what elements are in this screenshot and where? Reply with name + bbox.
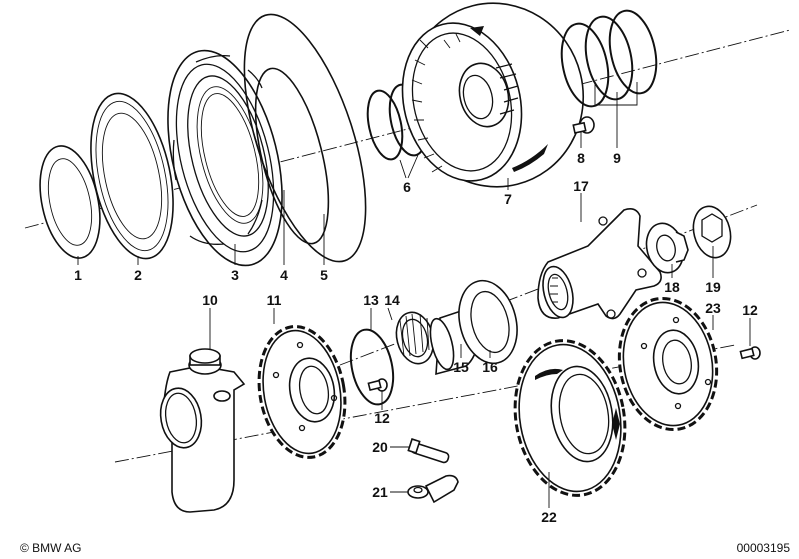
- part-16-seal-ring[interactable]: [451, 274, 526, 369]
- label-part-12-left: 12: [374, 410, 390, 426]
- label-part-1: 1: [74, 267, 82, 283]
- part-23-gear[interactable]: [609, 291, 726, 438]
- label-part-14: 14: [384, 292, 400, 308]
- part-7-clutch-drum[interactable]: [386, 0, 602, 206]
- label-part-20: 20: [372, 439, 388, 455]
- label-part-16: 16: [482, 359, 498, 375]
- part-12-screw-right[interactable]: [739, 346, 761, 360]
- part-21-lock-tab[interactable]: [407, 474, 459, 504]
- part-19-lock-plate[interactable]: [688, 202, 736, 261]
- label-part-21: 21: [372, 484, 388, 500]
- part-12-screw-left[interactable]: [367, 378, 388, 392]
- part-8-screw[interactable]: [572, 116, 595, 134]
- label-part-7: 7: [504, 191, 512, 207]
- label-part-22: 22: [541, 509, 557, 525]
- label-part-5: 5: [320, 267, 328, 283]
- part-2-thrust-plate[interactable]: [77, 86, 186, 266]
- label-part-15: 15: [453, 359, 469, 375]
- drawing-number: 00003195: [737, 541, 791, 555]
- copyright-text: © BMW AG: [20, 541, 82, 555]
- part-17-output-flange[interactable]: [537, 208, 662, 321]
- label-part-23: 23: [705, 300, 721, 316]
- part-5-large-o-ring[interactable]: [219, 0, 390, 275]
- part-11-gear[interactable]: [249, 320, 355, 465]
- label-part-3: 3: [231, 267, 239, 283]
- part-labels: 1 2 3 4 5 6 7 8 9 10 11 12 12 13 14 15 1…: [74, 150, 758, 525]
- label-part-2: 2: [134, 267, 142, 283]
- label-part-6: 6: [403, 179, 411, 195]
- label-part-12-right: 12: [742, 302, 758, 318]
- leader-lines: [77, 82, 751, 508]
- part-9-rings[interactable]: [555, 6, 664, 110]
- part-10-bracket[interactable]: [156, 348, 246, 513]
- label-part-18: 18: [664, 279, 680, 295]
- label-part-8: 8: [577, 150, 585, 166]
- part-20-pin[interactable]: [407, 438, 450, 464]
- label-part-4: 4: [280, 267, 288, 283]
- label-part-13: 13: [363, 292, 379, 308]
- label-part-11: 11: [267, 292, 282, 308]
- part-13-snap-ring[interactable]: [345, 326, 400, 409]
- part-18-collar-nut[interactable]: [641, 219, 689, 276]
- label-part-19: 19: [705, 279, 721, 295]
- part-3-seal-plate[interactable]: [148, 39, 302, 278]
- label-part-17: 17: [573, 178, 589, 194]
- label-part-10: 10: [202, 292, 218, 308]
- label-part-9: 9: [613, 150, 621, 166]
- part-22-toothed-drum[interactable]: [503, 332, 636, 504]
